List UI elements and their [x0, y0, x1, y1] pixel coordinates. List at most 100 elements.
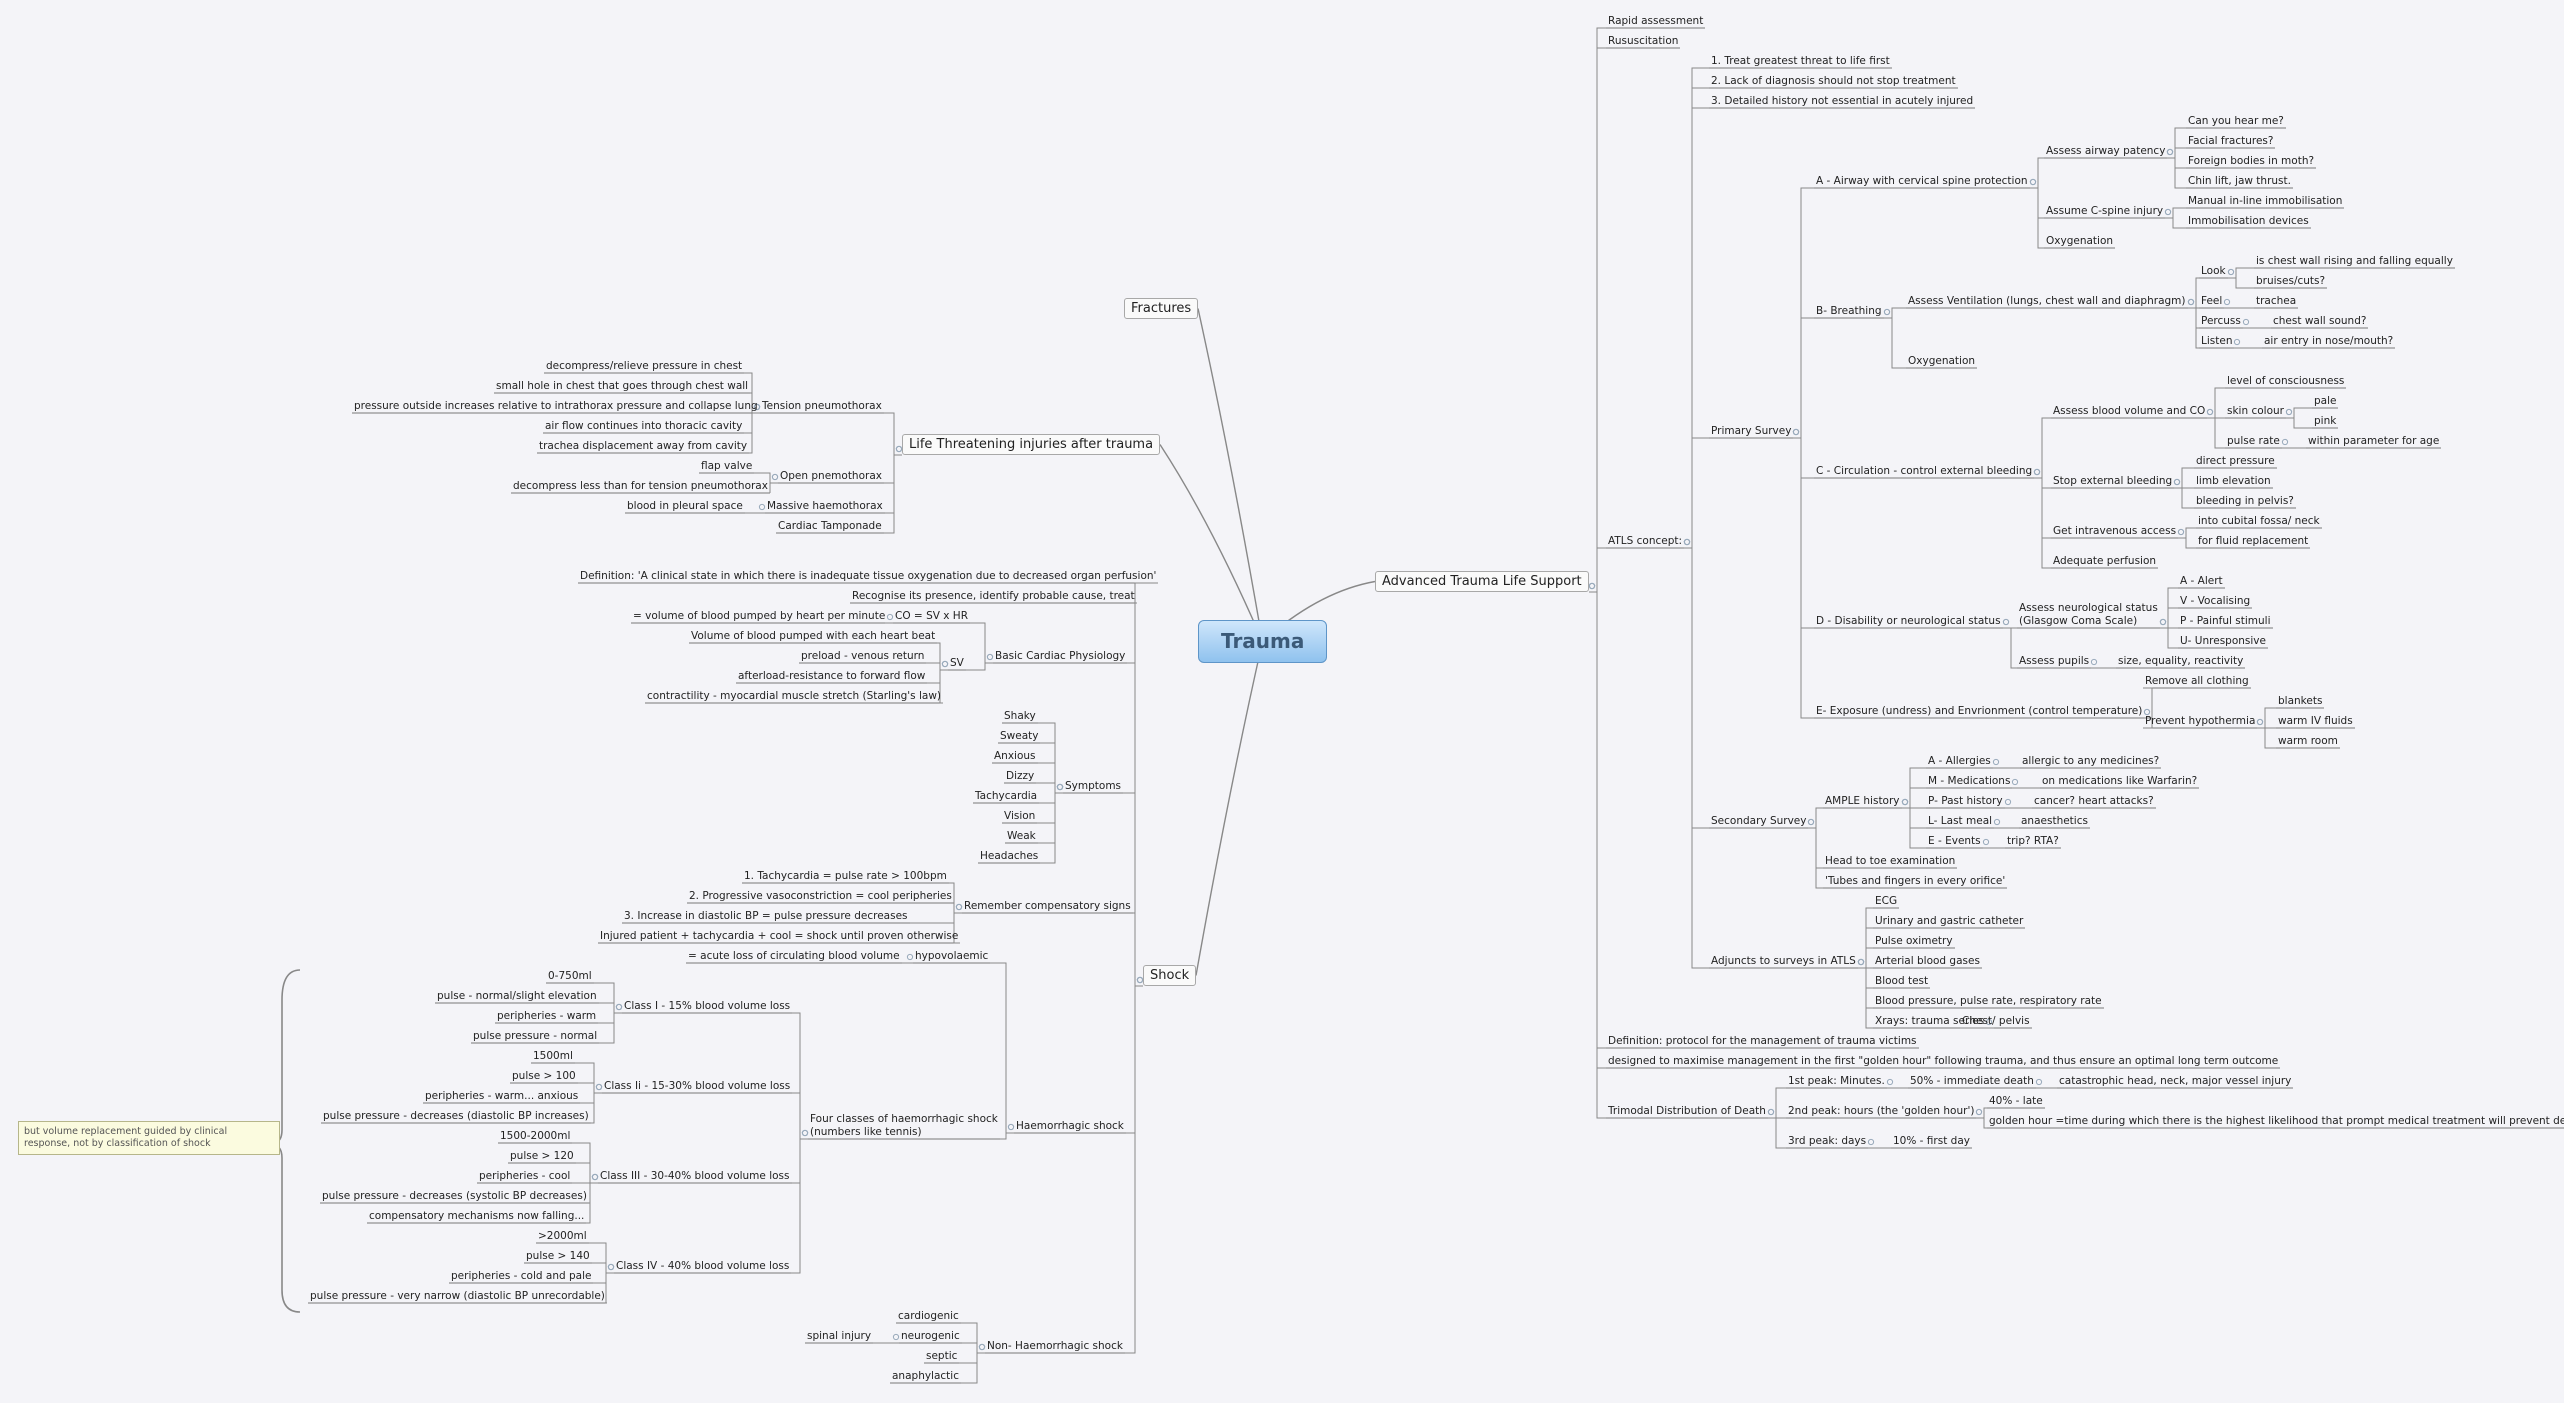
node-co1[interactable]: = volume of blood pumped by heart per mi…: [631, 610, 887, 623]
collapse-toggle-icon[interactable]: [2256, 718, 2264, 726]
node-rc2[interactable]: 2. Progressive vasoconstriction = cool p…: [687, 890, 954, 903]
node-ceb1[interactable]: direct pressure: [2194, 455, 2277, 468]
collapse-toggle-icon[interactable]: [2281, 438, 2289, 446]
node-am3a[interactable]: cancer? heart attacks?: [2032, 795, 2156, 808]
collapse-toggle-icon[interactable]: [978, 1343, 986, 1351]
node-lti[interactable]: Life Threatening injuries after trauma: [902, 434, 1161, 455]
node-aap1[interactable]: Can you hear me?: [2186, 115, 2286, 128]
node-p3a[interactable]: 10% - first day: [1891, 1135, 1972, 1148]
node-bf1[interactable]: trachea: [2254, 295, 2298, 308]
collapse-toggle-icon[interactable]: [1857, 958, 1865, 966]
node-sv1[interactable]: Volume of blood pumped with each heart b…: [689, 630, 937, 643]
collapse-toggle-icon[interactable]: [2285, 408, 2293, 416]
collapse-toggle-icon[interactable]: [615, 1003, 623, 1011]
node-ct[interactable]: Cardiac Tamponade: [776, 520, 884, 533]
node-ad4[interactable]: Arterial blood gases: [1873, 955, 1982, 968]
node-aap2[interactable]: Facial fractures?: [2186, 135, 2275, 148]
node-c4b[interactable]: pulse > 140: [524, 1250, 592, 1263]
node-c2a[interactable]: 1500ml: [531, 1050, 575, 1063]
collapse-toggle-icon[interactable]: [2011, 778, 2019, 786]
node-rc4[interactable]: Injured patient + tachycardia + cool = s…: [598, 930, 960, 943]
node-op[interactable]: Open pnemothorax: [778, 470, 884, 483]
collapse-toggle-icon[interactable]: [753, 403, 761, 411]
node-da1[interactable]: A - Alert: [2178, 575, 2225, 588]
collapse-toggle-icon[interactable]: [1683, 538, 1691, 546]
node-rec[interactable]: Recognise its presence, identify probabl…: [850, 590, 1137, 603]
node-c1b[interactable]: pulse - normal/slight elevation: [435, 990, 599, 1003]
node-bl[interactable]: Look: [2199, 265, 2228, 278]
node-hs[interactable]: Haemorrhagic shock: [1014, 1120, 1126, 1133]
node-p2b[interactable]: golden hour =time during which there is …: [1987, 1115, 2564, 1128]
node-bav[interactable]: Assess Ventilation (lungs, chest wall an…: [1906, 295, 2188, 308]
node-root[interactable]: Trauma: [1198, 620, 1328, 663]
node-b[interactable]: B- Breathing: [1814, 305, 1884, 318]
node-ad5[interactable]: Blood test: [1873, 975, 1930, 988]
collapse-toggle-icon[interactable]: [2223, 298, 2231, 306]
node-da3[interactable]: P - Painful stimuli: [2178, 615, 2273, 628]
node-tp4[interactable]: air flow continues into thoracic cavity: [543, 420, 744, 433]
collapse-toggle-icon[interactable]: [1985, 1018, 1993, 1026]
node-bli[interactable]: Listen: [2199, 335, 2234, 348]
node-cab[interactable]: Assess blood volume and CO: [2051, 405, 2207, 418]
node-c1d[interactable]: pulse pressure - normal: [471, 1030, 599, 1043]
node-bp[interactable]: Percuss: [2199, 315, 2243, 328]
collapse-toggle-icon[interactable]: [801, 1129, 809, 1137]
collapse-toggle-icon[interactable]: [2159, 618, 2167, 626]
collapse-toggle-icon[interactable]: [1982, 838, 1990, 846]
node-eph[interactable]: Prevent hypothermia: [2143, 715, 2257, 728]
node-hv[interactable]: hypovolaemic: [913, 950, 990, 963]
node-nh1[interactable]: cardiogenic: [896, 1310, 961, 1323]
node-civ[interactable]: Get intravenous access: [2051, 525, 2178, 538]
collapse-toggle-icon[interactable]: [2033, 468, 2041, 476]
node-tub[interactable]: 'Tubes and fingers in every orifice': [1823, 875, 2007, 888]
node-fc[interactable]: Four classes of haemorrhagic shock(numbe…: [808, 1113, 1000, 1139]
node-ad6[interactable]: Blood pressure, pulse rate, respiratory …: [1873, 995, 2104, 1008]
collapse-toggle-icon[interactable]: [906, 953, 914, 961]
node-e1[interactable]: Remove all clothing: [2143, 675, 2251, 688]
collapse-toggle-icon[interactable]: [607, 1263, 615, 1271]
node-am2a[interactable]: on medications like Warfarin?: [2040, 775, 2199, 788]
node-tp1[interactable]: decompress/relieve pressure in chest: [544, 360, 744, 373]
node-am4a[interactable]: anaesthetics: [2019, 815, 2090, 828]
collapse-toggle-icon[interactable]: [2177, 528, 2185, 536]
node-dpu[interactable]: Assess pupils: [2017, 655, 2091, 668]
node-da4[interactable]: U- Unresponsive: [2178, 635, 2268, 648]
node-p2[interactable]: 2nd peak: hours (the 'golden hour'): [1786, 1105, 1976, 1118]
node-aap3[interactable]: Foreign bodies in moth?: [2186, 155, 2316, 168]
node-da2[interactable]: V - Vocalising: [2178, 595, 2252, 608]
node-bl2[interactable]: bruises/cuts?: [2254, 275, 2327, 288]
collapse-toggle-icon[interactable]: [895, 445, 903, 453]
collapse-toggle-icon[interactable]: [2029, 178, 2037, 186]
node-c[interactable]: C - Circulation - control external bleed…: [1814, 465, 2034, 478]
node-bp1[interactable]: chest wall sound?: [2271, 315, 2368, 328]
node-c4c[interactable]: peripheries - cold and pale: [449, 1270, 593, 1283]
node-ac2[interactable]: 2. Lack of diagnosis should not stop tre…: [1709, 75, 1958, 88]
collapse-toggle-icon[interactable]: [2227, 268, 2235, 276]
collapse-toggle-icon[interactable]: [2035, 1078, 2043, 1086]
collapse-toggle-icon[interactable]: [2206, 408, 2214, 416]
node-tp5[interactable]: trachea displacement away from cavity: [537, 440, 749, 453]
node-sy1[interactable]: Shaky: [1002, 710, 1038, 723]
node-tp3[interactable]: pressure outside increases relative to i…: [352, 400, 760, 413]
collapse-toggle-icon[interactable]: [1807, 818, 1815, 826]
collapse-toggle-icon[interactable]: [955, 903, 963, 911]
node-am2[interactable]: M - Medications: [1926, 775, 2012, 788]
node-c3b[interactable]: pulse > 120: [508, 1150, 576, 1163]
node-aox[interactable]: Oxygenation: [2044, 235, 2115, 248]
node-p1[interactable]: 1st peak: Minutes.: [1786, 1075, 1887, 1088]
node-sy5[interactable]: Tachycardia: [973, 790, 1039, 803]
collapse-toggle-icon[interactable]: [1867, 1138, 1875, 1146]
collapse-toggle-icon[interactable]: [1975, 1108, 1983, 1116]
node-am5[interactable]: E - Events: [1926, 835, 1983, 848]
collapse-toggle-icon[interactable]: [2242, 318, 2250, 326]
collapse-toggle-icon[interactable]: [1007, 1123, 1015, 1131]
node-cab2a[interactable]: pale: [2312, 395, 2338, 408]
node-rc1[interactable]: 1. Tachycardia = pulse rate > 100bpm: [742, 870, 949, 883]
collapse-toggle-icon[interactable]: [2166, 148, 2174, 156]
node-ps[interactable]: Primary Survey: [1709, 425, 1793, 438]
node-c1c[interactable]: peripheries - warm: [495, 1010, 598, 1023]
node-ac[interactable]: ATLS concept:: [1606, 535, 1684, 548]
collapse-toggle-icon[interactable]: [2090, 658, 2098, 666]
node-dsg[interactable]: designed to maximise management in the f…: [1606, 1055, 2280, 1068]
node-am3[interactable]: P- Past history: [1926, 795, 2005, 808]
